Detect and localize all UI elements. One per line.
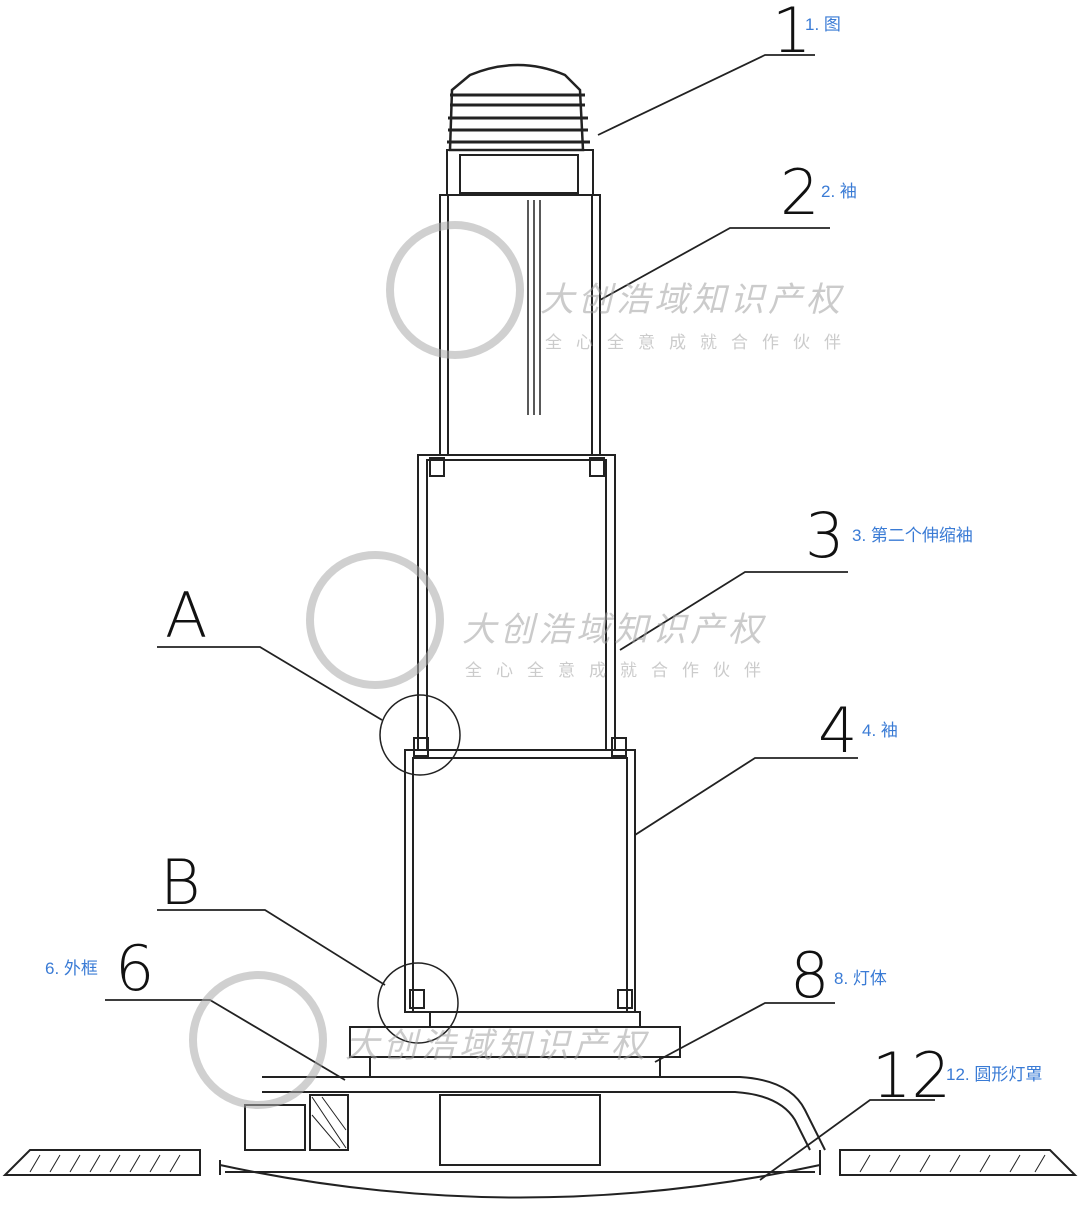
callout-b: B — [160, 846, 201, 919]
watermark-slogan: 全心全意成就合作伙伴 — [545, 333, 855, 353]
watermark-name: 大创浩域知识产权 — [540, 280, 844, 320]
callout-6: 6 — [115, 932, 155, 1005]
callout-6-note: 6. 外框 — [45, 959, 98, 978]
callout-4-note: 4. 袖 — [862, 721, 898, 740]
watermark-logo — [189, 221, 524, 1109]
callout-1: 1 — [772, 0, 812, 67]
watermark-slogan: 全心全意成就合作伙伴 — [465, 661, 775, 681]
round-lampshade-part-12 — [219, 1164, 821, 1199]
callout-3-note: 3. 第二个伸缩袖 — [852, 526, 973, 545]
callout-12: 12 — [872, 1039, 951, 1112]
callout-8-note: 8. 灯体 — [834, 969, 887, 988]
callout-a: A — [165, 579, 208, 652]
callout-3: 3 — [805, 499, 845, 572]
watermark-name: 大创浩域知识产权 — [345, 1026, 649, 1066]
callout-4: 4 — [818, 694, 858, 767]
callout-12-note: 12. 圆形灯罩 — [946, 1065, 1043, 1084]
callout-2: 2 — [780, 156, 820, 229]
watermark-name: 大创浩域知识产权 — [462, 610, 766, 650]
callout-2-note: 2. 袖 — [821, 182, 857, 201]
detail-circle-a — [379, 694, 461, 776]
sleeve-part-2 — [439, 194, 601, 456]
callout-1-note: 1. 图 — [805, 15, 841, 34]
callout-8: 8 — [790, 939, 830, 1012]
detail-circle-b — [377, 962, 459, 1044]
head-part-1 — [446, 63, 594, 196]
sleeve-part-4 — [404, 737, 636, 1013]
base-plate — [2, 1149, 1078, 1176]
